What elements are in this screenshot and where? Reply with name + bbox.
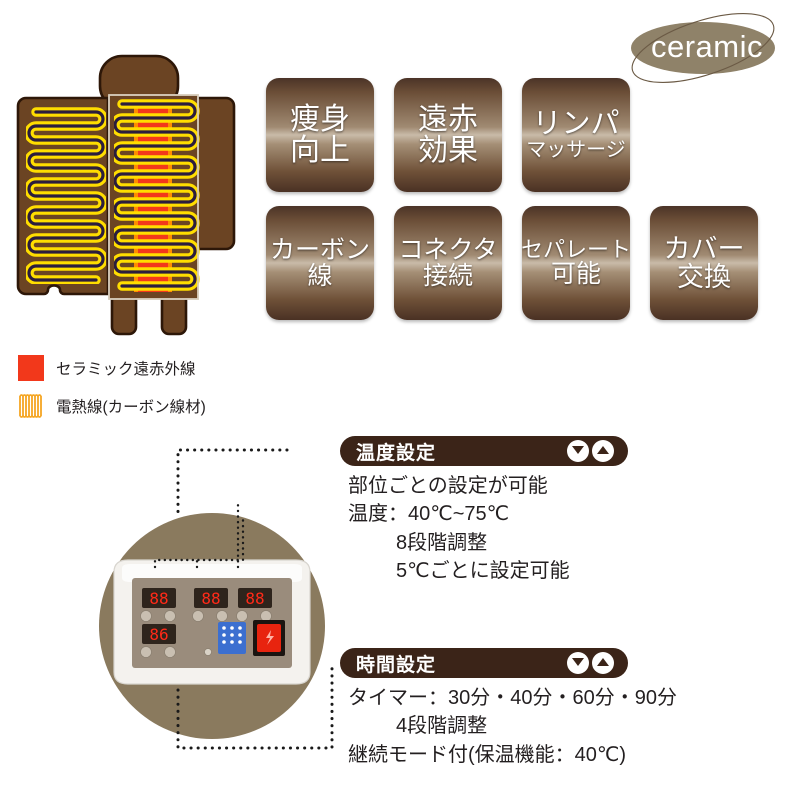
logo-ellipse-fill (631, 22, 775, 74)
badge-line-1: コネクタ (398, 235, 498, 264)
temperature-line-3: 8段階調整 (396, 531, 488, 554)
temperature-setting-lines: 部位ごとの設定が可能 温度：40℃~75℃ 8段階調整 5℃ごとに設定可能 (340, 472, 780, 586)
coil-pattern-icon (19, 394, 42, 418)
display-2-value: 88 (201, 589, 220, 608)
badge-line-1: セパレート (522, 237, 630, 263)
feature-badge-separable[interactable]: セパレート 可能 (522, 206, 630, 320)
time-arrows (567, 652, 614, 674)
keypad-dots (222, 626, 242, 644)
badge-line-1: カバー (663, 233, 745, 264)
control-panel-graphic: 88 88 88 86 (99, 513, 325, 739)
connector-to-temperature (176, 448, 289, 517)
legend-label-carbon-wire: 電熱線(カーボン線材) (56, 399, 206, 416)
temperature-line-1: 部位ごとの設定が可能 (348, 475, 548, 497)
temperature-setting-title: 温度設定 (356, 442, 437, 464)
temperature-line-4: 5℃ごとに設定可能 (396, 560, 570, 583)
ceramic-logo-graphic (631, 13, 775, 83)
badge-line-2: 効果 (418, 134, 478, 167)
temperature-line-2: 温度：40℃~75℃ (348, 503, 510, 526)
feature-badge-far-infrared[interactable]: 遠赤 効果 (394, 78, 502, 192)
badge-line-2: 可能 (550, 260, 601, 289)
carbon-wire-swatch (18, 393, 44, 419)
panel-bezel-highlight (122, 564, 302, 582)
pad-center-panel-outline (108, 94, 199, 300)
badge-line-2: 接続 (422, 262, 473, 290)
left-carbon-wire (26, 107, 106, 284)
up-button-4[interactable] (140, 646, 152, 658)
legend: セラミック遠赤外線 電熱線(カーボン線材) (18, 352, 328, 428)
logo-ellipse-ring (631, 13, 775, 83)
temperature-setting-header: 温度設定 (340, 436, 628, 466)
heating-pad-diagram (12, 52, 262, 342)
control-panel-photo: 88 88 88 86 (98, 512, 326, 740)
time-line-3: 継続モード付(保温機能：40℃) (348, 743, 627, 766)
badge-line-2: 向上 (290, 134, 350, 167)
badge-line-1: 痩身 (290, 102, 350, 136)
badge-line-2: 交換 (677, 262, 731, 292)
ceramic-logo-text: ceramic (650, 29, 763, 64)
panel-buttons[interactable] (140, 610, 272, 658)
feature-badge-carbon-wire[interactable]: カーボン 線 (266, 206, 374, 320)
down-button-3[interactable] (260, 610, 272, 622)
down-button-4[interactable] (164, 646, 176, 658)
display-4-value: 86 (149, 625, 168, 644)
display-3-value: 88 (245, 589, 264, 608)
time-line-2: 4段階調整 (396, 715, 488, 738)
display-1 (142, 588, 176, 608)
heating-pad-graphic (16, 54, 236, 336)
badge-line-2: 線 (307, 262, 333, 290)
arrow-down-icon[interactable] (567, 652, 589, 674)
display-3 (238, 588, 272, 608)
down-button-2[interactable] (216, 610, 228, 622)
down-button-1[interactable] (164, 610, 176, 622)
feature-badge-slimming[interactable]: 痩身 向上 (266, 78, 374, 192)
ceramic-color-swatch (18, 355, 44, 381)
time-setting-header: 時間設定 (340, 648, 628, 678)
arrow-up-icon[interactable] (592, 652, 614, 674)
badge-line-1: リンパ (532, 108, 620, 141)
feature-badge-lymph-massage[interactable]: リンパ マッサージ (522, 78, 630, 192)
display-2 (194, 588, 228, 608)
badge-line-1: 遠赤 (418, 102, 478, 136)
time-setting-section: 時間設定 タイマー：30分・40分・60分・90分 4段階調整 継続モード付(保… (340, 648, 780, 769)
display-4 (142, 624, 176, 644)
legend-label-ceramic: セラミック遠赤外線 (56, 361, 196, 378)
badge-line-2: マッサージ (526, 138, 626, 161)
time-setting-title: 時間設定 (356, 654, 437, 676)
arrow-up-icon[interactable] (592, 440, 614, 462)
temperature-setting-section: 温度設定 部位ごとの設定が可能 温度：40℃~75℃ 8段階調整 5℃ごとに設定… (340, 436, 780, 586)
up-button-3[interactable] (236, 610, 248, 622)
display-1-value: 88 (149, 589, 168, 608)
arrow-down-icon[interactable] (567, 440, 589, 462)
power-icon (266, 630, 274, 645)
keypad-button[interactable] (218, 622, 246, 654)
feature-badge-cover-exchange[interactable]: カバー 交換 (650, 206, 758, 320)
legend-item-carbon-wire: 電熱線(カーボン線材) (18, 390, 328, 422)
up-button-1[interactable] (140, 610, 152, 622)
time-setting-lines: タイマー：30分・40分・60分・90分 4段階調整 継続モード付(保温機能：4… (340, 684, 780, 769)
badge-line-1: カーボン (269, 235, 370, 264)
temperature-arrows (567, 440, 614, 462)
indicator-led (204, 648, 212, 656)
feature-badge-connector[interactable]: コネクタ 接続 (394, 206, 502, 320)
right-carbon-wire (114, 99, 200, 291)
legend-item-ceramic: セラミック遠赤外線 (18, 352, 328, 384)
ceramic-logo: ceramic (625, 8, 785, 86)
up-button-2[interactable] (192, 610, 204, 622)
time-line-1: タイマー：30分・40分・60分・90分 (348, 687, 677, 709)
